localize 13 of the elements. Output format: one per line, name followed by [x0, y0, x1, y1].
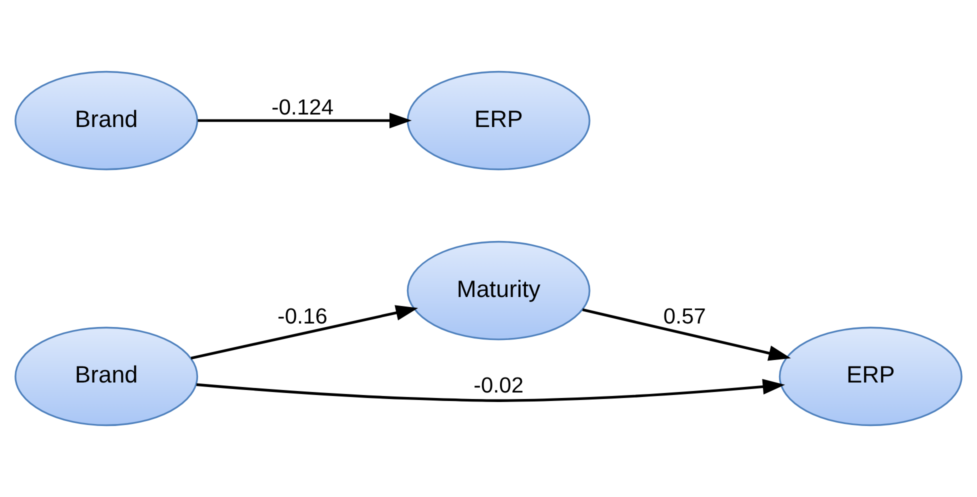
arrow — [196, 378, 786, 402]
edge-label: -0.02 — [474, 372, 524, 398]
arrow — [198, 112, 412, 128]
edge-label: -0.16 — [278, 303, 328, 328]
node-ellipse: Brand — [14, 326, 198, 426]
edge-label: 0.57 — [663, 303, 706, 328]
node-ellipse: ERP — [406, 70, 590, 170]
node-ellipse: ERP — [778, 326, 962, 426]
arrow — [582, 308, 791, 361]
arrow — [190, 305, 418, 360]
node-ellipse: Maturity — [406, 240, 590, 340]
node-ellipse: Brand — [14, 70, 198, 170]
edge-label: -0.124 — [271, 94, 334, 120]
